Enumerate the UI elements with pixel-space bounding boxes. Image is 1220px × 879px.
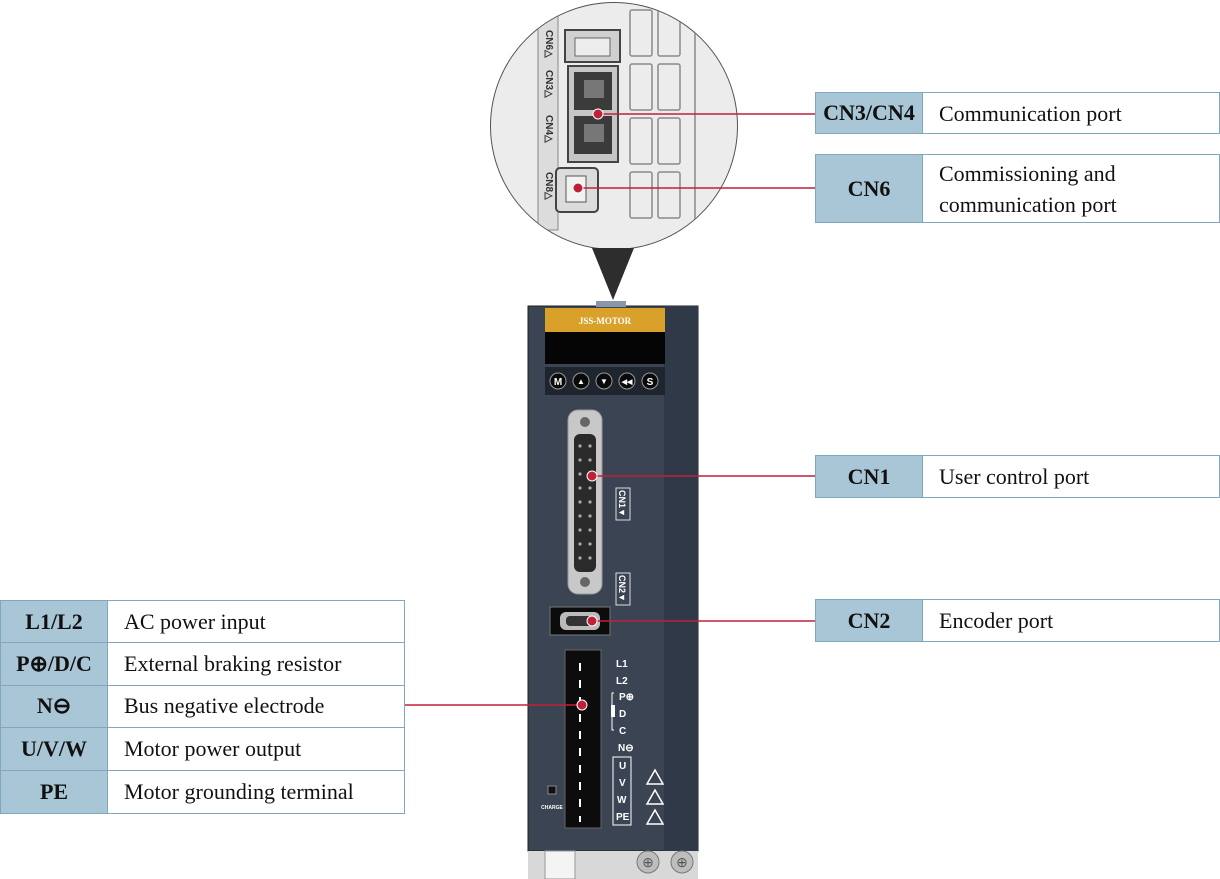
key-shift: ◀◀ (621, 379, 633, 386)
keypad: M ▲ ▼ ◀◀ S (549, 372, 659, 390)
key-s: S (647, 377, 654, 388)
brand-logo: JSS-MOTOR (579, 316, 632, 326)
term-n: N⊖ (618, 743, 634, 754)
brand-bar (545, 308, 665, 332)
zoom-mark-cn6: CN6△ (543, 30, 554, 58)
table-row: U/V/W Motor power output (1, 728, 404, 771)
terminal-desc: AC power input (124, 608, 266, 634)
terminal-code: N⊖ (1, 685, 108, 728)
svg-text:⊕: ⊕ (676, 856, 688, 871)
term-p: P⊕ (619, 692, 634, 703)
term-pe: PE (616, 812, 630, 823)
callout-desc: Communication port (939, 100, 1122, 126)
term-v: V (619, 778, 626, 789)
term-l2: L2 (616, 676, 628, 687)
zoom-pointer (592, 248, 634, 300)
callout-desc: User control port (939, 464, 1090, 489)
servo-drive-body: JSS-MOTOR M ▲ ▼ ◀◀ S (527, 301, 699, 879)
table-row: N⊖ Bus negative electrode (1, 685, 404, 729)
cn2-mark: CN2▼ (617, 575, 627, 602)
cn1-connector (567, 409, 603, 595)
leader-lines (405, 113, 815, 706)
power-terminal-block: L1 L2 P⊕ D C N⊖ U V W PE (564, 649, 634, 829)
callout-desc: Commissioning and communication port (923, 155, 1219, 222)
power-terminal-table: L1/L2 AC power input P⊕/D/C External bra… (0, 600, 405, 814)
terminal-code: PE (1, 770, 108, 813)
callout-code: CN1 (816, 456, 923, 497)
callout-code: CN6 (816, 155, 923, 222)
charge-label: CHARGE (541, 805, 563, 811)
key-down: ▼ (600, 377, 608, 386)
terminal-desc: Bus negative electrode (124, 693, 325, 719)
key-up: ▲ (577, 377, 585, 386)
terminal-desc: External braking resistor (124, 651, 342, 677)
table-row: P⊕/D/C External braking resistor (1, 643, 404, 686)
terminal-code: U/V/W (1, 728, 108, 770)
zoom-mark-cn8: CN8△ (543, 172, 554, 200)
terminal-code: P⊕/D/C (1, 643, 108, 685)
zoom-detail: CN6△ CN3△ CN4△ CN8△ (490, 2, 738, 250)
callout-desc: Encoder port (939, 608, 1054, 633)
terminal-code: L1/L2 (1, 601, 108, 643)
term-l1: L1 (616, 659, 628, 670)
term-d: D (619, 709, 626, 720)
svg-text:⊕: ⊕ (642, 856, 654, 871)
callout-desc-line1: Commissioning and (939, 160, 1116, 186)
term-u: U (619, 761, 626, 772)
callout-desc-line2: communication port (939, 191, 1117, 217)
table-row: L1/L2 AC power input (1, 601, 404, 644)
callout-cn3-cn4: CN3/CN4 Communication port (815, 92, 1220, 134)
cn1-mark: CN1▼ (617, 490, 627, 517)
terminal-desc: Motor power output (124, 735, 302, 761)
term-c: C (619, 726, 626, 737)
callout-code: CN2 (816, 600, 923, 641)
callout-cn2: CN2 Encoder port (815, 599, 1220, 642)
terminal-desc: Motor grounding terminal (124, 778, 354, 804)
term-w: W (617, 795, 627, 806)
zoom-mark-cn3: CN3△ (543, 70, 554, 98)
warning-icons (645, 768, 665, 825)
table-row: PE Motor grounding terminal (1, 770, 404, 813)
callout-cn6: CN6 Commissioning and communication port (815, 154, 1220, 223)
key-m: M (554, 377, 562, 388)
callout-code: CN3/CN4 (816, 93, 923, 133)
callout-cn1: CN1 User control port (815, 455, 1220, 498)
zoom-mark-cn4: CN4△ (543, 115, 554, 143)
display-screen (545, 332, 665, 364)
